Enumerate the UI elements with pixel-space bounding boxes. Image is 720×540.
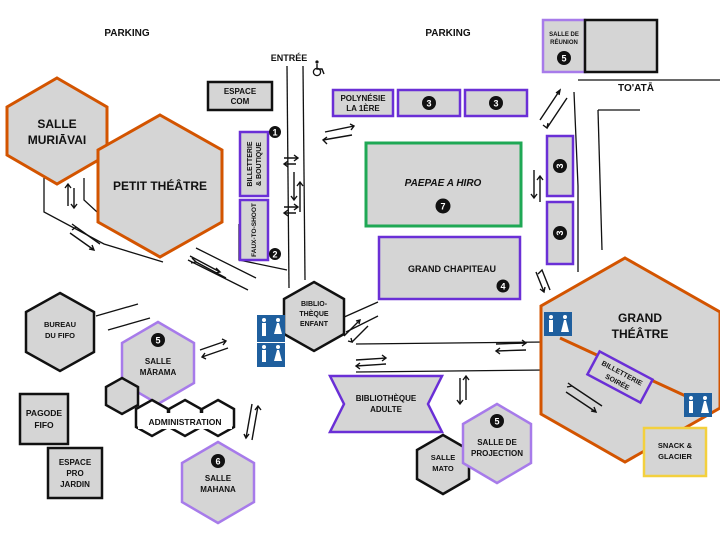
svg-text:JARDIN: JARDIN — [60, 480, 90, 489]
salle-mato[interactable]: SALLE MATO — [415, 433, 471, 496]
svg-text:2: 2 — [272, 250, 277, 260]
svg-text:SALLE: SALLE — [145, 357, 172, 366]
svg-text:3: 3 — [555, 163, 565, 168]
paepae-a-hiro[interactable]: PAEPAE A HIRO 7 — [364, 141, 523, 228]
espace-com[interactable]: ESPACE COM — [206, 80, 274, 112]
svg-text:3: 3 — [493, 99, 498, 109]
svg-text:FIFO: FIFO — [34, 420, 54, 430]
svg-text:PAEPAE A HIRO: PAEPAE A HIRO — [405, 178, 482, 189]
svg-text:MATO: MATO — [432, 464, 454, 473]
svg-text:MURIĀVAI: MURIĀVAI — [28, 133, 86, 147]
polynesie-la-1ere[interactable]: POLYNÉSIE LA 1ÈRE — [331, 88, 395, 118]
svg-text:GLACIER: GLACIER — [658, 452, 692, 461]
petit-theatre[interactable]: PETIT THÉÂTRE — [96, 113, 224, 259]
svg-text:POLYNÉSIE: POLYNÉSIE — [340, 94, 386, 103]
salle-mahana[interactable]: 6 SALLE MAHANA — [180, 440, 256, 525]
parking-label-right: PARKING — [425, 28, 471, 39]
svg-text:SALLE: SALLE — [431, 453, 456, 462]
svg-text:BILLETTERIE: BILLETTERIE — [247, 141, 254, 186]
grand-chapiteau[interactable]: GRAND CHAPITEAU 4 — [377, 235, 522, 301]
svg-text:PETIT THÉÂTRE: PETIT THÉÂTRE — [113, 178, 207, 193]
svg-text:RÉUNION: RÉUNION — [550, 38, 578, 46]
svg-text:MAHANA: MAHANA — [200, 485, 236, 494]
svg-text:ESPACE: ESPACE — [59, 458, 92, 467]
bibliotheque-adulte[interactable]: BIBLIOTHÈQUE ADULTE — [327, 374, 445, 434]
booth-3-b[interactable]: 3 — [463, 88, 529, 118]
administration[interactable]: ADMINISTRATION — [104, 376, 236, 438]
pagode-fifo[interactable]: PAGODE FIFO — [18, 392, 70, 446]
svg-text:3: 3 — [555, 230, 565, 235]
parking-label-left: PARKING — [104, 28, 150, 39]
svg-text:SALLE DE: SALLE DE — [549, 32, 579, 38]
svg-text:GRAND CHAPITEAU: GRAND CHAPITEAU — [408, 264, 496, 274]
svg-text:COM: COM — [231, 97, 250, 106]
restroom-icon — [684, 393, 712, 417]
svg-text:LA 1ÈRE: LA 1ÈRE — [346, 104, 380, 113]
svg-text:ENFANT: ENFANT — [300, 321, 329, 328]
bureau-du-fifo[interactable]: BUREAU DU FIFO — [24, 291, 96, 373]
svg-text:GRAND: GRAND — [618, 311, 662, 325]
restroom-icon — [257, 315, 285, 367]
booth-3-a[interactable]: 3 — [396, 88, 462, 118]
svg-text:5: 5 — [561, 54, 566, 64]
svg-text:5: 5 — [155, 336, 160, 346]
svg-text:7: 7 — [440, 202, 445, 212]
svg-text:BIBLIO-: BIBLIO- — [301, 301, 328, 308]
espace-pro-jardin[interactable]: ESPACE PRO JARDIN — [46, 446, 104, 500]
svg-text:ADMINISTRATION: ADMINISTRATION — [148, 417, 221, 427]
booth-3-c[interactable]: 3 — [545, 134, 575, 198]
svg-text:PRO: PRO — [66, 469, 83, 478]
svg-text:MĀRAMA: MĀRAMA — [140, 368, 177, 377]
svg-text:ESPACE: ESPACE — [224, 87, 257, 96]
svg-text:PAGODE: PAGODE — [26, 408, 63, 418]
wheelchair-icon — [312, 60, 325, 77]
svg-text:PROJECTION: PROJECTION — [471, 449, 523, 458]
booth-3-d[interactable]: 3 — [545, 200, 575, 266]
svg-text:THÈQUE: THÈQUE — [299, 309, 329, 318]
direction-arrows — [64, 88, 603, 441]
svg-text:DU FIFO: DU FIFO — [45, 331, 75, 340]
billetterie-boutique[interactable]: BILLETTERIE & BOUTIQUE 1 — [238, 126, 281, 198]
svg-text:ADULTE: ADULTE — [370, 405, 403, 414]
svg-text:THÉÂTRE: THÉÂTRE — [612, 326, 669, 341]
svg-text:6: 6 — [215, 457, 220, 467]
snack-glacier[interactable]: SNACK & GLACIER — [642, 426, 708, 478]
svg-text:4: 4 — [500, 282, 505, 292]
bibliotheque-enfant[interactable]: BIBLIO- THÈQUE ENFANT — [282, 280, 346, 353]
svg-text:BUREAU: BUREAU — [44, 320, 76, 329]
svg-text:SALLE: SALLE — [37, 117, 76, 131]
svg-text:& BOUTIQUE: & BOUTIQUE — [256, 142, 263, 186]
faux-to-shoot[interactable]: FAUX-TO-SHOOT 2 — [238, 198, 281, 262]
svg-text:SALLE: SALLE — [205, 474, 232, 483]
restroom-icon — [544, 312, 572, 336]
grand-theatre[interactable]: GRAND THÉÂTRE — [539, 256, 720, 464]
svg-text:3: 3 — [426, 99, 431, 109]
entree-label: ENTRÉE — [271, 53, 308, 63]
svg-text:FAUX-TO-SHOOT: FAUX-TO-SHOOT — [251, 203, 258, 257]
svg-text:SALLE DE: SALLE DE — [477, 438, 517, 447]
salle-muriavai[interactable]: SALLE MURIĀVAI — [5, 76, 109, 186]
salle-de-projection[interactable]: 5 SALLE DE PROJECTION — [461, 402, 533, 485]
svg-text:5: 5 — [494, 417, 499, 427]
salle-de-reunion[interactable]: SALLE DE RÉUNION 5 — [541, 18, 659, 74]
svg-text:1: 1 — [272, 128, 277, 138]
toata-label: TO'ATĀ — [618, 82, 654, 94]
svg-text:SNACK &: SNACK & — [658, 441, 693, 450]
svg-text:BIBLIOTHÈQUE: BIBLIOTHÈQUE — [356, 394, 417, 403]
